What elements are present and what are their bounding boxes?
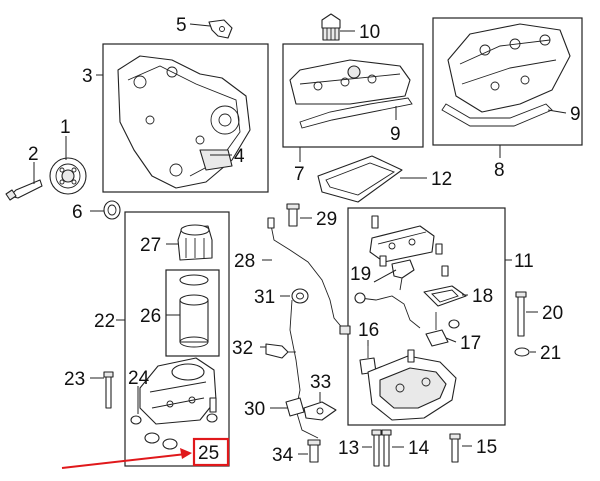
group-box-11 xyxy=(347,207,506,426)
callout-15: 15 xyxy=(476,437,497,458)
oil-pump-part-11 xyxy=(369,225,435,263)
group-box-26 xyxy=(165,269,220,357)
bolt-part-15 xyxy=(449,433,461,463)
leader-lines xyxy=(33,23,567,455)
oil-cap-part-10 xyxy=(321,13,341,41)
gasket-part-33 xyxy=(303,401,337,421)
sensor-harness-part-28 xyxy=(267,217,351,335)
callout-2: 2 xyxy=(28,144,39,165)
callout-20: 20 xyxy=(542,303,563,324)
callout-19: 19 xyxy=(350,264,371,285)
bolt-part-23 xyxy=(103,371,114,409)
oil-pan-part-11 xyxy=(367,349,457,421)
stud-part-29 xyxy=(286,203,300,227)
filter-housing-part-24 xyxy=(139,357,217,425)
callout-18: 18 xyxy=(472,286,493,307)
sensor-part-32 xyxy=(265,343,296,359)
bolt-part-14 xyxy=(381,429,392,467)
callout-32: 32 xyxy=(232,338,253,359)
gasket-plate-part-18 xyxy=(423,285,467,307)
bolt-part-13 xyxy=(371,429,382,467)
callout-23: 23 xyxy=(64,369,85,390)
callout-10: 10 xyxy=(359,22,380,43)
timing-cover-part-3 xyxy=(117,55,251,189)
callout-28: 28 xyxy=(234,251,255,272)
callout-6: 6 xyxy=(72,202,83,223)
seals-part-24 xyxy=(130,397,218,450)
callout-16: 16 xyxy=(358,320,379,341)
callout-numbers: 1 2 3 4 5 6 7 8 9 9 10 11 12 13 14 15 16… xyxy=(28,15,581,466)
bolt-part-20 xyxy=(515,291,527,337)
callout-11: 11 xyxy=(514,251,534,272)
callout-31: 31 xyxy=(254,287,275,308)
callout-13: 13 xyxy=(338,438,359,459)
crank-pulley-part-1 xyxy=(49,157,87,195)
callout-27: 27 xyxy=(140,235,161,256)
callout-22: 22 xyxy=(94,311,115,332)
sensor-part-19 xyxy=(391,259,415,291)
valve-cover-gasket-part-9-right xyxy=(441,103,553,127)
bolt-part-2 xyxy=(5,179,43,201)
callout-9-left: 9 xyxy=(390,124,401,145)
callout-4: 4 xyxy=(234,146,245,167)
sensor-harness-part-30 xyxy=(285,299,319,439)
callout-34: 34 xyxy=(272,445,294,466)
callout-5: 5 xyxy=(176,15,187,36)
group-box-7 xyxy=(282,43,424,148)
group-box-8 xyxy=(432,17,583,146)
bolt-part-34 xyxy=(307,439,321,463)
highlight-arrowhead xyxy=(180,448,192,459)
callout-17: 17 xyxy=(460,333,481,354)
callout-30: 30 xyxy=(244,399,265,420)
group-box-22 xyxy=(124,211,230,467)
seal-part-6 xyxy=(103,200,121,220)
washer-part-31 xyxy=(291,288,309,304)
small-fasteners-part-11 xyxy=(371,215,449,277)
valve-cover-part-7 xyxy=(289,59,411,105)
callout-25: 25 xyxy=(198,443,219,464)
bracket-part-5 xyxy=(208,19,233,39)
callout-24: 24 xyxy=(128,368,150,389)
group-box-3 xyxy=(102,43,269,193)
filter-cap-part-27 xyxy=(177,224,213,261)
callout-8: 8 xyxy=(494,160,505,181)
filter-element-part-26 xyxy=(179,274,209,348)
callout-29: 29 xyxy=(316,209,337,230)
callout-1: 1 xyxy=(60,117,71,138)
oil-pan-gasket-part-12 xyxy=(317,155,403,203)
callout-14: 14 xyxy=(408,438,430,459)
callout-7: 7 xyxy=(294,164,305,185)
callout-3: 3 xyxy=(82,66,93,87)
washer-part-21 xyxy=(514,347,530,357)
valve-cover-gasket-part-9-left xyxy=(299,97,413,129)
highlight-box-25 xyxy=(192,437,230,467)
callout-9-right: 9 xyxy=(570,104,581,125)
sensor-wire-part-11 xyxy=(354,292,421,329)
callout-12: 12 xyxy=(431,169,452,190)
highlight-arrow xyxy=(61,453,187,469)
pickup-tube-part-17 xyxy=(425,312,460,347)
cylinder-head-part-8 xyxy=(447,23,571,113)
callout-33: 33 xyxy=(310,372,331,393)
callout-26: 26 xyxy=(140,306,161,327)
callout-21: 21 xyxy=(540,343,561,364)
